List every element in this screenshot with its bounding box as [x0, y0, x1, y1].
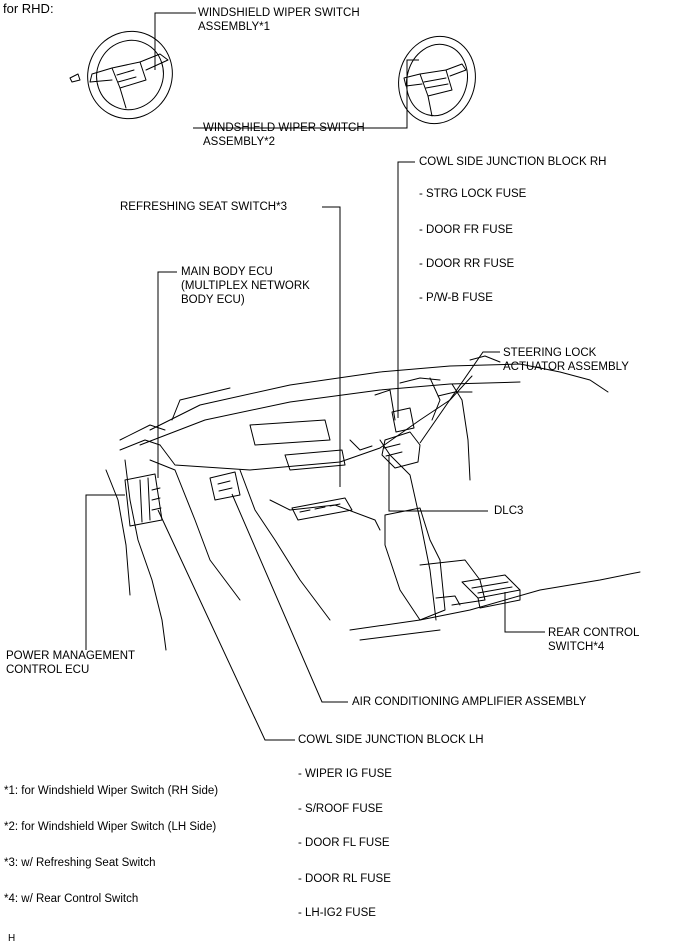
footnote-2: *2: for Windshield Wiper Switch (LH Side… — [4, 821, 217, 833]
steering-lock-actuator-illustration — [381, 407, 421, 469]
leader-lines — [85, 12, 545, 741]
cowl-lh-fuse-2: - S/ROOF FUSE — [298, 803, 383, 815]
dashboard-illustration — [105, 355, 641, 651]
footnote-3: *3: w/ Refreshing Seat Switch — [4, 857, 156, 869]
cowl-lh-fuse-3: - DOOR FL FUSE — [298, 837, 390, 849]
cowl-lh-fuse-1: - WIPER IG FUSE — [298, 768, 392, 780]
wiper-switch-2-label: WINDSHIELD WIPER SWITCH ASSEMBLY*2 — [203, 122, 365, 148]
cowl-lh-fuse-4: - DOOR RL FUSE — [298, 873, 391, 885]
steering-lock-actuator-label: STEERING LOCK ACTUATOR ASSEMBLY — [503, 347, 629, 373]
cowl-rh-fuse-4: - P/W-B FUSE — [419, 292, 493, 304]
wiper-switch-1-label: WINDSHIELD WIPER SWITCH ASSEMBLY*1 — [198, 7, 360, 33]
power-management-ecu-label: POWER MANAGEMENT CONTROL ECU — [6, 650, 136, 676]
cowl-rh-label: COWL SIDE JUNCTION BLOCK RH — [419, 156, 607, 168]
footnote-4: *4: w/ Rear Control Switch — [4, 893, 139, 905]
rear-control-switch-illustration — [461, 574, 521, 609]
refreshing-seat-switch-label: REFRESHING SEAT SWITCH*3 — [120, 201, 287, 213]
refreshing-seat-switch-illustration — [209, 471, 241, 501]
steering-wheel-2-illustration — [398, 35, 476, 125]
cowl-rh-fuse-1: - STRG LOCK FUSE — [419, 188, 527, 200]
main-body-ecu-label: MAIN BODY ECU (MULTIPLEX NETWORK BODY EC… — [181, 266, 310, 306]
footer-code: H — [8, 933, 16, 944]
steering-wheel-1-illustration — [69, 30, 173, 120]
dlc3-label: DLC3 — [494, 505, 524, 517]
main-body-ecu-illustration — [124, 473, 163, 527]
cowl-lh-fuse-5: - LH-IG2 FUSE — [298, 907, 376, 919]
air-conditioning-amplifier-label: AIR CONDITIONING AMPLIFIER ASSEMBLY — [352, 696, 587, 708]
page-header: for RHD: — [3, 1, 54, 16]
cowl-rh-fuse-3: - DOOR RR FUSE — [419, 258, 515, 270]
cowl-rh-fuse-2: - DOOR FR FUSE — [419, 224, 513, 236]
cowl-lh-label: COWL SIDE JUNCTION BLOCK LH — [298, 734, 484, 746]
air-conditioning-amplifier-illustration — [291, 497, 353, 521]
footnote-1: *1: for Windshield Wiper Switch (RH Side… — [4, 785, 219, 797]
rear-control-switch-label: REAR CONTROL SWITCH*4 — [548, 627, 640, 653]
